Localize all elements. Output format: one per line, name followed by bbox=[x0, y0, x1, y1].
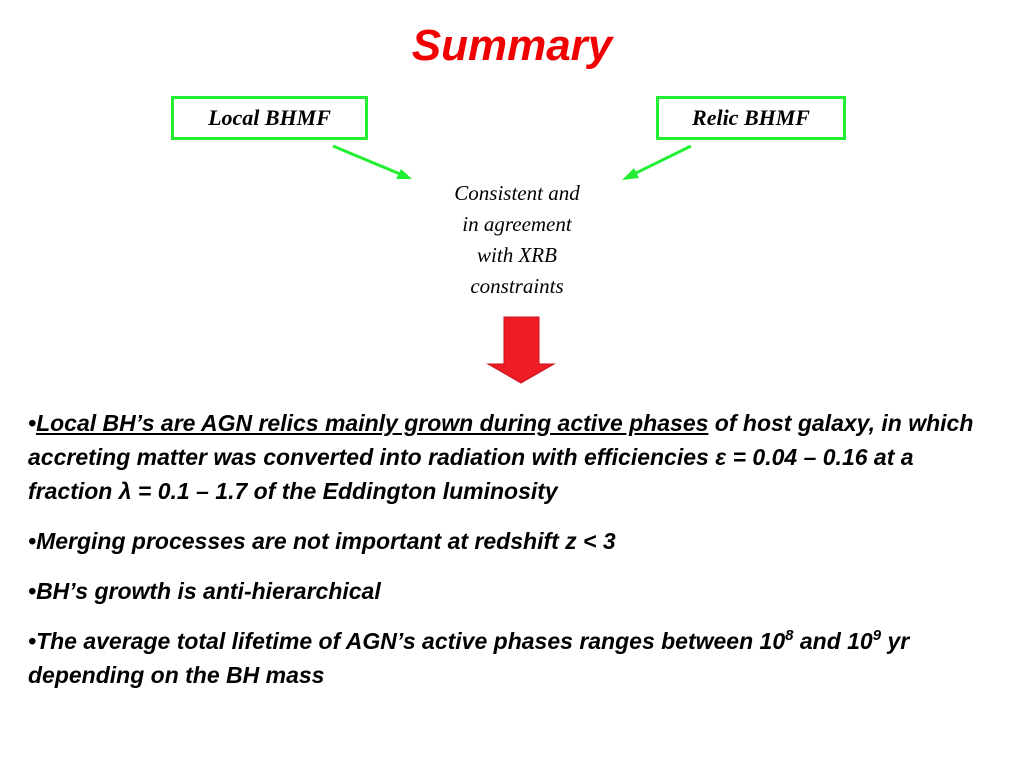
bullet-text: yr depending on the BH mass bbox=[28, 628, 910, 688]
down-arrow-icon bbox=[486, 316, 556, 384]
bullet-marker: • bbox=[28, 528, 37, 554]
local-bhmf-label: Local BHMF bbox=[208, 105, 331, 130]
bullet-text: of host galaxy, in which accreting matte… bbox=[28, 410, 974, 504]
slide-title: Summary bbox=[411, 21, 613, 70]
bullet-marker: • bbox=[28, 628, 37, 654]
bullet-marker: • bbox=[28, 578, 37, 604]
bullet-text: The average total lifetime of AGN’s acti… bbox=[36, 628, 786, 654]
bullet-marker: • bbox=[28, 410, 37, 436]
caption-line-4: constraints bbox=[470, 274, 564, 298]
consistency-caption: Consistent and in agreement with XRB con… bbox=[410, 178, 624, 302]
summary-bullets: •Local BH’s are AGN relics mainly grown … bbox=[28, 406, 998, 708]
bullet-item: •Local BH’s are AGN relics mainly grown … bbox=[28, 406, 998, 508]
relic-bhmf-box: Relic BHMF bbox=[656, 96, 846, 140]
local-bhmf-box: Local BHMF bbox=[171, 96, 368, 140]
bullet-item: •BH’s growth is anti-hierarchical bbox=[28, 574, 998, 608]
right-arrow-icon bbox=[622, 144, 692, 180]
bullet-text: BH’s growth is anti-hierarchical bbox=[36, 578, 381, 604]
bullet-underlined-text: Local BH’s are AGN relics mainly grown d… bbox=[36, 410, 709, 436]
left-arrow-icon bbox=[332, 144, 412, 179]
caption-line-2: in agreement bbox=[462, 212, 572, 236]
bullet-text: and 10 bbox=[793, 628, 873, 654]
caption-line-1: Consistent and bbox=[454, 181, 580, 205]
bullet-text: Merging processes are not important at r… bbox=[36, 528, 616, 554]
relic-bhmf-label: Relic BHMF bbox=[692, 105, 810, 130]
superscript: 8 bbox=[785, 627, 794, 644]
caption-line-3: with XRB bbox=[477, 243, 557, 267]
superscript: 9 bbox=[872, 627, 882, 644]
bullet-item: •The average total lifetime of AGN’s act… bbox=[28, 624, 998, 692]
bullet-item: •Merging processes are not important at … bbox=[28, 524, 998, 558]
